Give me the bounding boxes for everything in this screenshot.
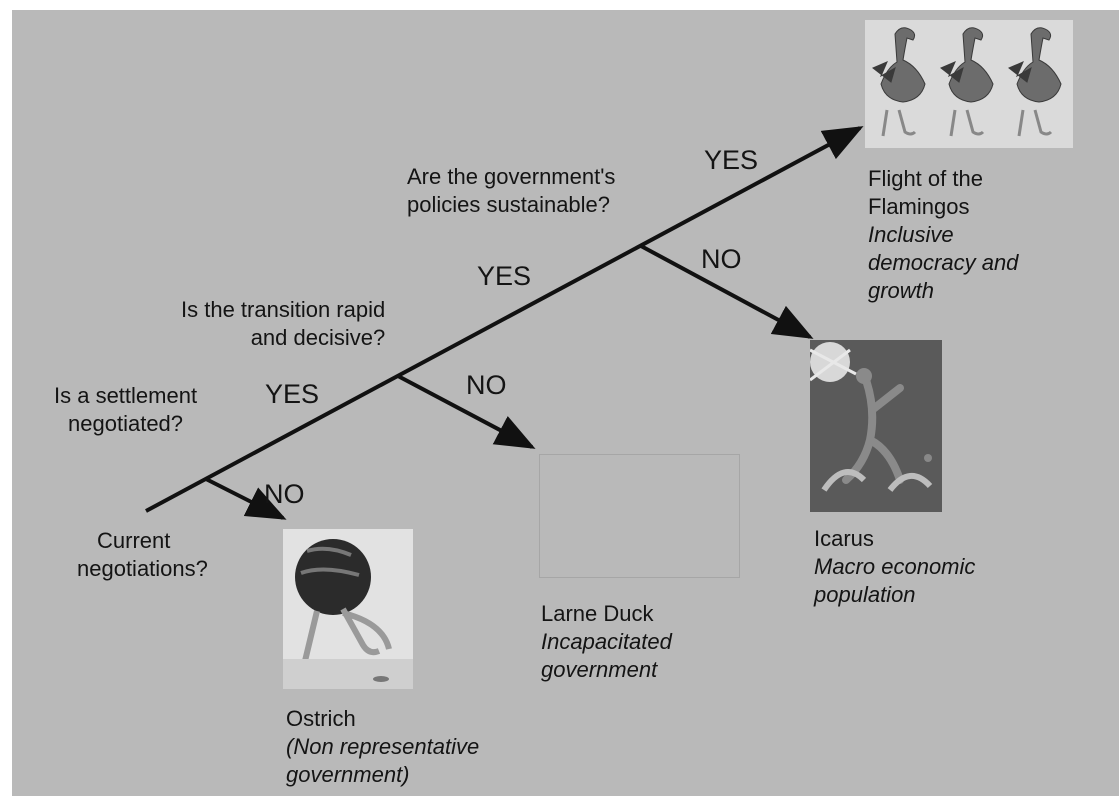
- yes-label-3: YES: [704, 145, 759, 175]
- yes-label-1: YES: [265, 379, 320, 409]
- no-branch-3-arrow: [640, 244, 814, 339]
- outcome-flamingos-label: Flight of the Flamingos Inclusive democr…: [868, 166, 1019, 303]
- main-trunk-arrow: [145, 126, 864, 513]
- outcome-ostrich-label: Ostrich (Non representative government): [286, 706, 480, 787]
- no-label-3: NO: [701, 244, 742, 274]
- outcome-icarus-label: Icarus Macro economic population: [814, 526, 976, 607]
- outcome-lame-duck-label: Larne Duck Incapacitated government: [541, 601, 672, 682]
- yes-label-2: YES: [477, 261, 532, 291]
- ostrich-image: [283, 529, 413, 689]
- no-label-2: NO: [466, 370, 507, 400]
- no-branch-1-arrow: [205, 477, 287, 520]
- icarus-image: [810, 340, 942, 512]
- no-branch-2-arrow: [397, 374, 536, 449]
- no-label-1: NO: [264, 479, 305, 509]
- flamingos-image: [865, 20, 1073, 148]
- lame-duck-image-placeholder: [539, 454, 740, 578]
